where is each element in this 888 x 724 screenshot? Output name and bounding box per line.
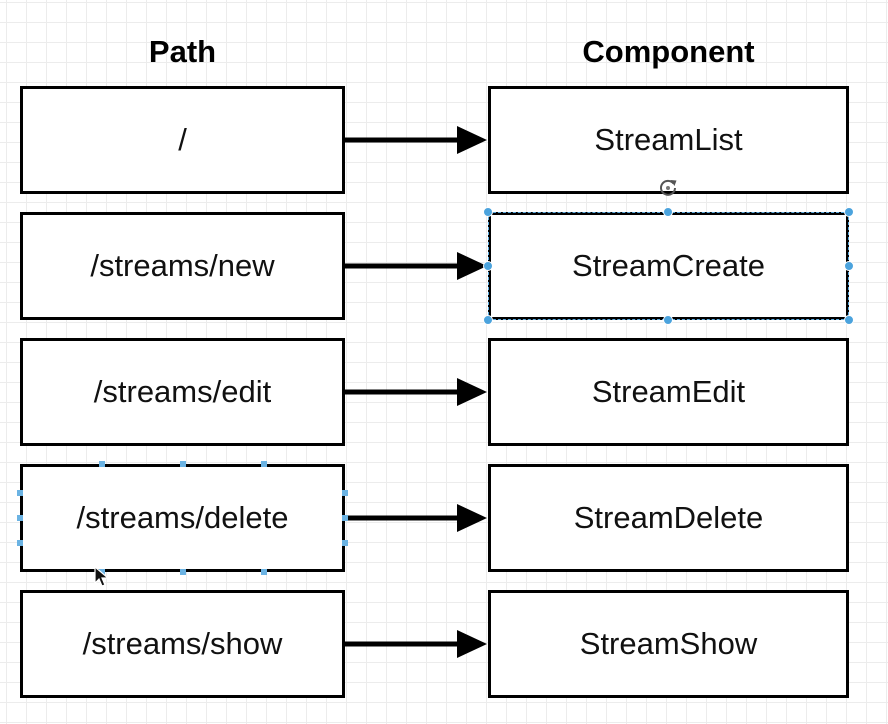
resize-handle-top-right[interactable] — [844, 207, 854, 217]
mouse-pointer-icon — [94, 566, 110, 587]
component-column-header: Component — [582, 34, 755, 69]
component-box-streamedit[interactable]: StreamEdit — [488, 338, 849, 446]
connection-point-marker[interactable] — [261, 569, 267, 575]
component-label: StreamShow — [579, 626, 758, 661]
path-label: /streams/delete — [76, 500, 289, 535]
component-box-streamdelete[interactable]: StreamDelete — [488, 464, 849, 572]
resize-handle-top-left[interactable] — [483, 207, 493, 217]
path-label: /streams/new — [90, 248, 275, 283]
resize-handle-right[interactable] — [844, 261, 854, 271]
component-box-streamshow[interactable]: StreamShow — [488, 590, 849, 698]
connection-point-marker[interactable] — [99, 461, 105, 467]
connection-point-marker[interactable] — [99, 569, 105, 575]
component-label: StreamEdit — [591, 374, 746, 409]
path-box-streams-delete[interactable]: /streams/delete — [20, 464, 345, 572]
route-arrow — [345, 252, 487, 280]
path-box-root[interactable]: / — [20, 86, 345, 194]
path-label: /streams/show — [82, 626, 283, 661]
path-box-streams-edit[interactable]: /streams/edit — [20, 338, 345, 446]
component-label: StreamCreate — [572, 248, 765, 283]
connection-point-marker[interactable] — [261, 461, 267, 467]
component-box-streamcreate[interactable]: StreamCreate — [488, 212, 849, 320]
path-label: /streams/edit — [93, 374, 272, 409]
path-column-header: Path — [148, 34, 217, 69]
resize-handle-bottom[interactable] — [663, 315, 673, 325]
connection-point-marker[interactable] — [180, 569, 186, 575]
connection-point-marker[interactable] — [342, 515, 348, 521]
connection-point-marker[interactable] — [342, 540, 348, 546]
path-box-streams-show[interactable]: /streams/show — [20, 590, 345, 698]
connection-point-marker[interactable] — [17, 490, 23, 496]
route-arrow — [345, 126, 487, 154]
connection-point-marker[interactable] — [180, 461, 186, 467]
resize-handle-top[interactable] — [663, 207, 673, 217]
path-label: / — [178, 122, 187, 157]
route-arrow — [345, 378, 487, 406]
connection-point-marker[interactable] — [17, 540, 23, 546]
route-arrow — [345, 630, 487, 658]
resize-handle-bottom-right[interactable] — [844, 315, 854, 325]
connection-point-marker[interactable] — [342, 490, 348, 496]
component-label: StreamList — [594, 122, 743, 157]
route-arrow — [345, 504, 487, 532]
resize-handle-bottom-left[interactable] — [483, 315, 493, 325]
connection-point-marker[interactable] — [17, 515, 23, 521]
rotate-icon[interactable] — [657, 176, 679, 198]
component-label: StreamDelete — [573, 500, 764, 535]
path-box-streams-new[interactable]: /streams/new — [20, 212, 345, 320]
component-box-streamlist[interactable]: StreamList — [488, 86, 849, 194]
resize-handle-left[interactable] — [483, 261, 493, 271]
